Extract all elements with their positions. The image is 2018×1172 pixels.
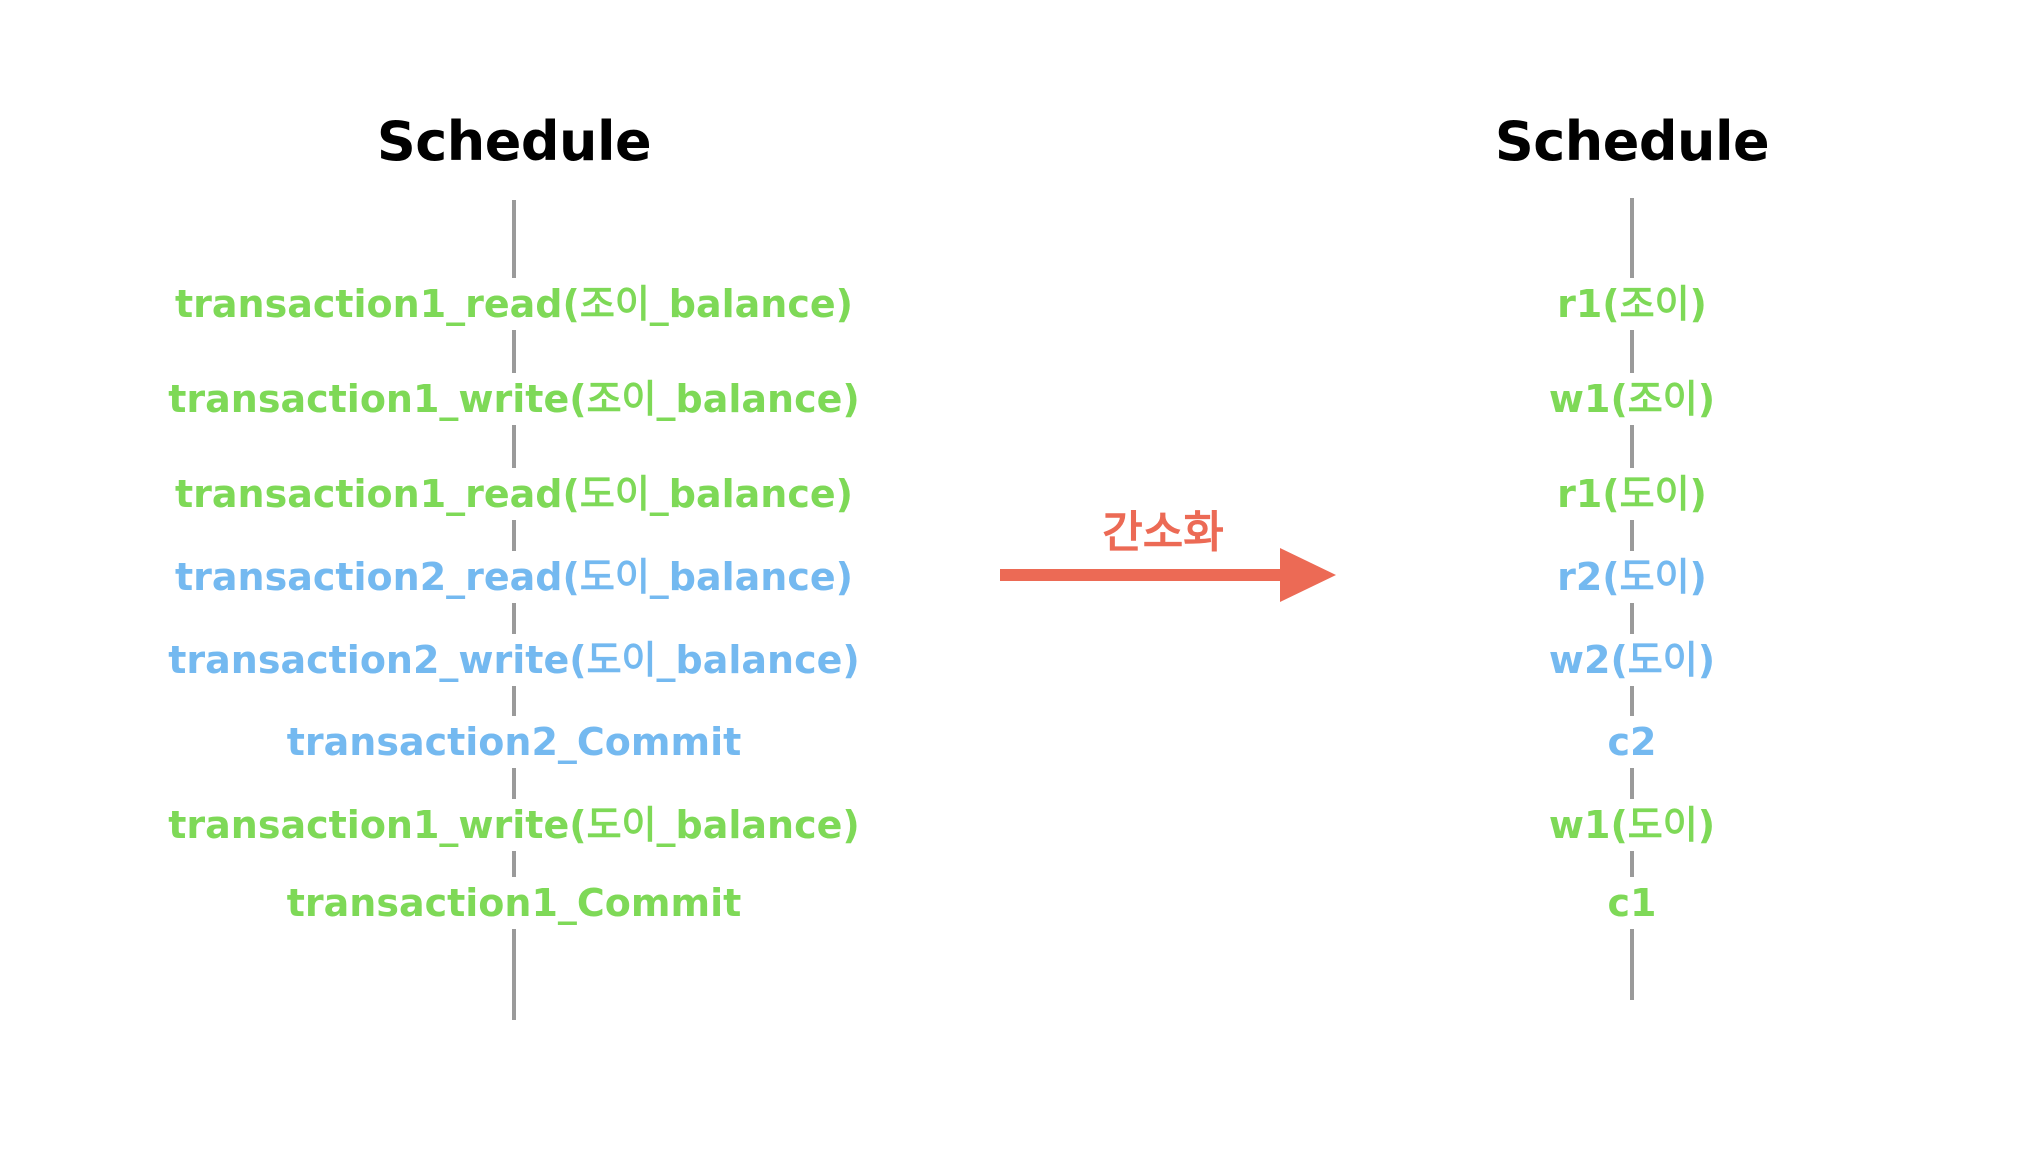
right-step-2: w1(조이) xyxy=(1542,373,1722,425)
simplify-label: 간소화 xyxy=(1102,507,1224,558)
arrow-head xyxy=(1280,548,1336,602)
right-step-8: c1 xyxy=(1601,877,1663,929)
left-step-6: transaction2_Commit xyxy=(280,716,748,768)
left-step-2: transaction1_write(조이_balance) xyxy=(162,373,866,425)
left-step-8: transaction1_Commit xyxy=(280,877,748,929)
left-step-5: transaction2_write(도이_balance) xyxy=(162,634,866,686)
right-step-3: r1(도이) xyxy=(1551,468,1713,520)
left-timeline-line xyxy=(512,200,516,1020)
right-step-4: r2(도이) xyxy=(1551,551,1713,603)
right-arrow-icon xyxy=(1000,548,1336,602)
arrow-shaft xyxy=(1000,569,1282,581)
left-step-4: transaction2_read(도이_balance) xyxy=(168,551,860,603)
left-schedule-title: Schedule xyxy=(376,110,652,173)
left-step-1: transaction1_read(조이_balance) xyxy=(168,278,860,330)
right-step-6: c2 xyxy=(1601,716,1663,768)
left-step-7: transaction1_write(도이_balance) xyxy=(162,799,866,851)
right-schedule-title: Schedule xyxy=(1494,110,1770,173)
left-step-3: transaction1_read(도이_balance) xyxy=(168,468,860,520)
right-step-1: r1(조이) xyxy=(1551,278,1713,330)
right-step-7: w1(도이) xyxy=(1542,799,1722,851)
right-step-5: w2(도이) xyxy=(1542,634,1722,686)
